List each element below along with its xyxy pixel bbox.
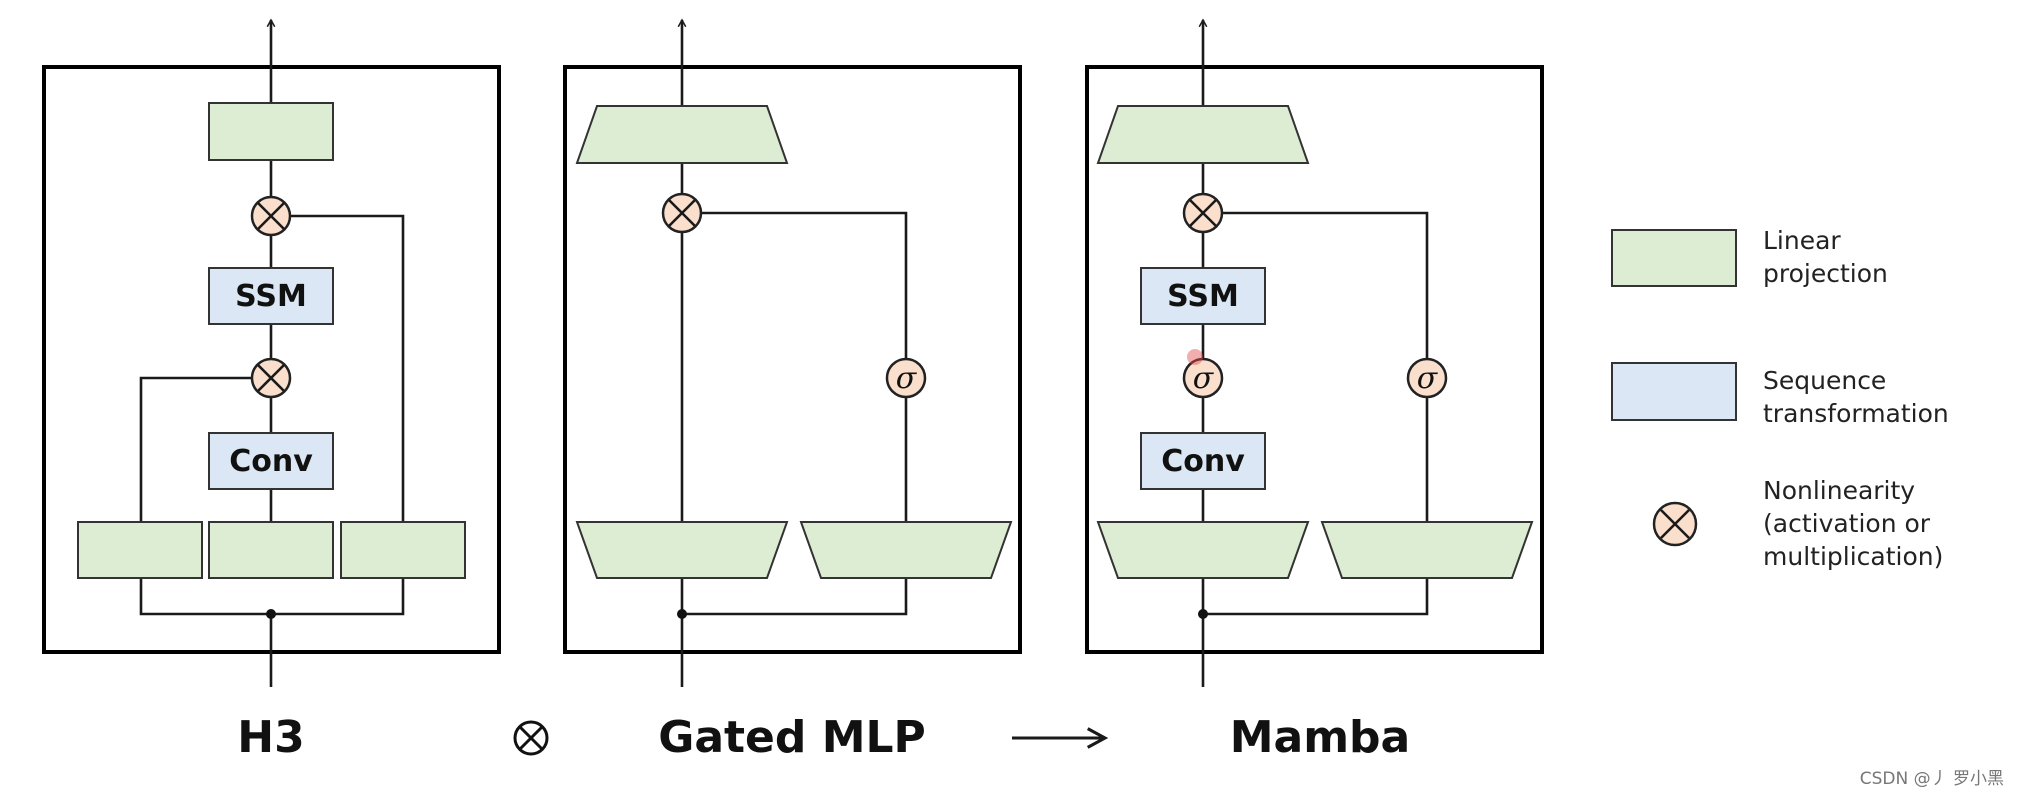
legend-nonlinearity-line2: (activation or: [1763, 509, 1931, 538]
mlp-gate-line-upper: [701, 211, 908, 359]
panel-gated-mlp-frame: [563, 65, 1022, 654]
mlp-split-line: [682, 578, 908, 616]
legend-linear-swatch: [1611, 229, 1737, 287]
legend-multiply-icon: [1652, 501, 1698, 547]
legend-sequence-line2: transformation: [1763, 399, 1949, 428]
mlp-linear-down-box: [575, 105, 789, 164]
panel-mamba: Conv SSM σ σ: [1085, 20, 1544, 687]
h3-multiply-upper-icon: [250, 195, 292, 237]
title-gated-mlp: Gated MLP: [658, 712, 926, 763]
h3-conv-label: Conv: [229, 444, 313, 479]
h3-ssm-label: SSM: [235, 279, 307, 314]
h3-linear-left-box: [77, 521, 203, 579]
legend-nonlinearity-line3: multiplication): [1763, 542, 1943, 571]
mamba-sigma-gate-label: σ: [1417, 361, 1439, 396]
mlp-sigma-node: σ: [885, 357, 927, 399]
h3-linear-right-box: [340, 521, 466, 579]
mlp-junction-dot: [677, 609, 687, 619]
h3-multiply-lower-icon: [250, 357, 292, 399]
h3-conv-box: [208, 432, 334, 490]
h3-left-branch: [139, 376, 252, 522]
mlp-linear-up-right-box: [799, 521, 1013, 579]
h3-linear-top-box: [208, 102, 334, 161]
mamba-split-line: [1203, 578, 1429, 616]
h3-right-branch: [290, 214, 405, 522]
h3-ssm-box: [208, 267, 334, 325]
mlp-sigma-label: σ: [896, 361, 918, 396]
title-mamba: Mamba: [1230, 712, 1411, 763]
mamba-multiply-icon: [1182, 192, 1224, 234]
cursor-highlight: [1187, 349, 1203, 365]
panel-h3: Conv SSM: [42, 20, 501, 687]
mamba-junction-dot: [1198, 609, 1208, 619]
legend-sequence-line1: Sequence: [1763, 366, 1886, 395]
mamba-ssm-box: [1140, 267, 1266, 325]
legend-linear-line1: Linear: [1763, 226, 1841, 255]
mlp-linear-up-left-box: [575, 521, 789, 579]
title-h3: H3: [237, 712, 304, 763]
h3-junction-dot: [266, 609, 276, 619]
legend-nonlinearity-line1: Nonlinearity: [1763, 476, 1915, 505]
mamba-linear-up-right-box: [1320, 521, 1534, 579]
panel-gated-mlp: σ: [563, 20, 1022, 687]
mlp-multiply-icon: [661, 192, 703, 234]
h3-split-line: [139, 578, 405, 616]
mamba-linear-up-left-box: [1096, 521, 1310, 579]
h3-linear-center-box: [208, 521, 334, 579]
mamba-ssm-label: SSM: [1167, 279, 1239, 314]
combine-operator-icon: [513, 720, 549, 756]
mamba-conv-label: Conv: [1161, 444, 1245, 479]
mamba-sigma-main-node: σ: [1182, 349, 1224, 399]
mamba-gate-line-upper: [1222, 211, 1429, 359]
panel-mamba-frame: [1085, 65, 1544, 654]
legend: Linear projection Sequence transformatio…: [1611, 226, 1949, 571]
watermark: CSDN @丿 罗小黑: [1860, 769, 2004, 789]
mamba-conv-box: [1140, 432, 1266, 490]
mamba-sigma-gate-node: σ: [1406, 357, 1448, 399]
legend-sequence-swatch: [1611, 362, 1737, 421]
mamba-sigma-main-label: σ: [1193, 361, 1215, 396]
legend-linear-line2: projection: [1763, 259, 1888, 288]
mamba-linear-down-box: [1096, 105, 1310, 164]
